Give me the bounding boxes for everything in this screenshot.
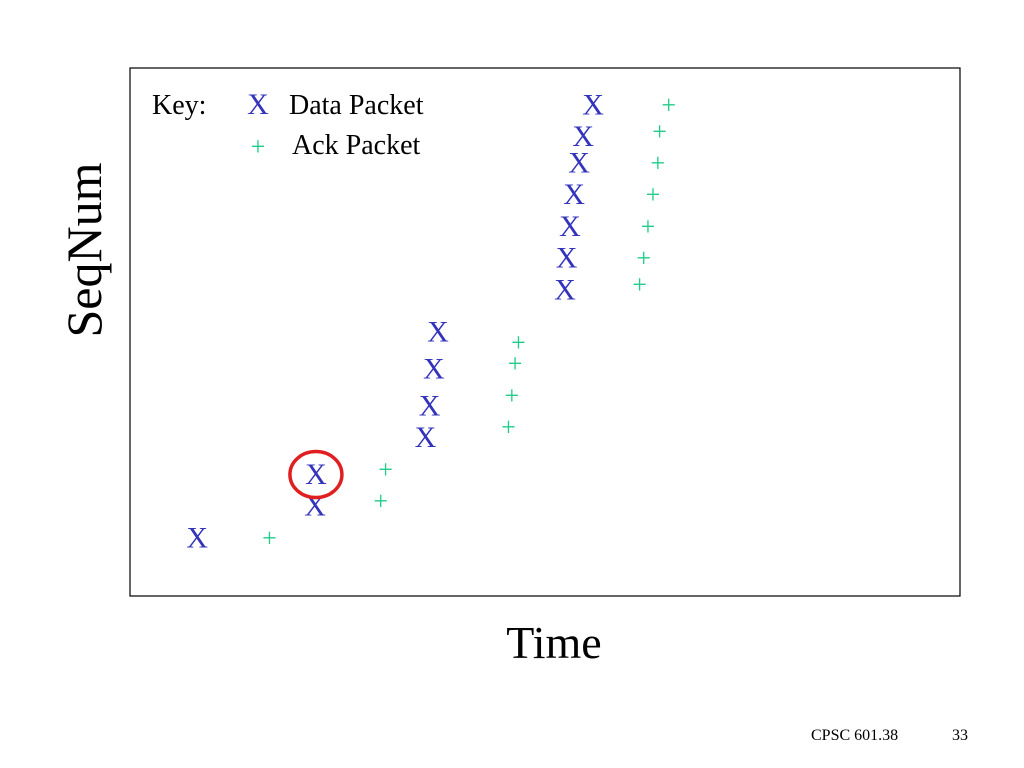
data-packet-marker-4: X	[415, 421, 437, 454]
data-packet-marker-1: X	[186, 521, 208, 554]
data-packet-marker-3: X	[305, 458, 327, 491]
legend: Key: X Data Packet + Ack Packet	[152, 88, 424, 161]
data-packet-marker-13: X	[572, 120, 594, 153]
data-packet-marker-6: X	[423, 352, 445, 385]
footer-page-number: 33	[952, 727, 968, 744]
ack-packet-marker-9: +	[636, 244, 651, 273]
y-axis-label: SeqNum	[56, 162, 112, 338]
legend-label-ack: Ack Packet	[292, 130, 421, 161]
ack-packet-marker-5: +	[504, 381, 519, 410]
ack-packet-marker-3: +	[378, 455, 393, 484]
ack-packet-marker-6: +	[508, 349, 523, 378]
footer-course-label: CPSC 601.38	[811, 727, 899, 744]
ack-packet-marker-11: +	[646, 180, 661, 209]
ack-packet-marker-2: +	[373, 486, 388, 515]
plot-frame	[129, 67, 961, 597]
data-packet-marker-8: X	[554, 273, 576, 306]
data-packet-marker-7: X	[427, 316, 449, 349]
ack-packet-marker-4: +	[501, 413, 516, 442]
legend-marker-data: X	[247, 88, 269, 121]
data-packet-marker-10: X	[559, 210, 581, 243]
legend-title: Key:	[152, 90, 206, 121]
ack-packet-marker-13: +	[652, 117, 667, 146]
ack-packet-marker-12: +	[651, 149, 666, 178]
ack-packet-marker-1: +	[262, 523, 277, 552]
x-axis-label: Time	[506, 617, 602, 668]
ack-packet-marker-10: +	[641, 212, 656, 241]
highlight-circle-1	[288, 449, 344, 500]
data-packet-marker-5: X	[419, 389, 441, 422]
legend-label-data: Data Packet	[289, 90, 424, 121]
annotations	[288, 449, 344, 500]
ack-packet-marker-8: +	[632, 270, 647, 299]
data-packet-marker-9: X	[556, 242, 578, 275]
ack-packet-marker-14: +	[661, 90, 676, 119]
ack-packet-marker-7: +	[511, 328, 526, 357]
data-packet-marker-14: X	[582, 88, 604, 121]
data-packet-marker-12: X	[568, 147, 590, 180]
legend-marker-ack: +	[251, 132, 266, 161]
data-packet-marker-11: X	[563, 178, 585, 211]
